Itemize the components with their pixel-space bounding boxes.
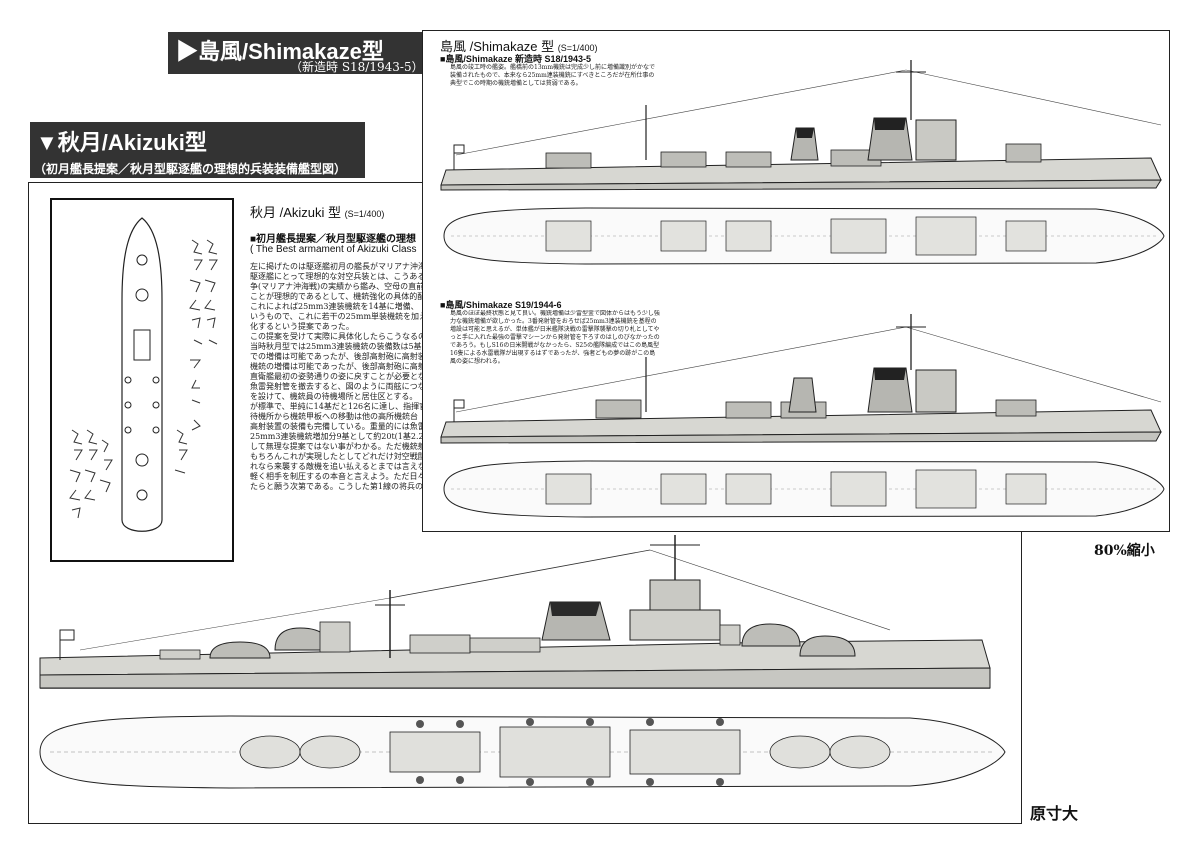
shimakaze-banner: ▶島風/Shimakaze型	[168, 32, 426, 74]
akizuki-body-line: この提案を受けて実際に具体化したらこうなるの	[250, 332, 426, 341]
akizuki-section-heading-en: ( The Best armament of Akizuki Class	[250, 244, 417, 255]
akizuki-body-line: ことが理想的であるとして、機銃強化の具体的配置	[250, 292, 430, 301]
akizuki-plate-name: 秋月 /Akizuki 型	[250, 205, 342, 220]
akizuki-body-line: 待機所から機銃甲板への移動は他の高所機銃台	[250, 412, 418, 421]
akizuki-body-line: 化するという提案であった。	[250, 322, 354, 331]
akizuki-banner-title: ▼秋月/Akizuki型	[36, 130, 207, 155]
shimakaze-plate-name: 島風 /Shimakaze 型	[440, 39, 555, 54]
shimakaze-section1-heading: ■島風/Shimakaze 新造時 S18/1943-5	[440, 54, 592, 64]
akizuki-body-line: 当時秋月型では25mm3連装機銃の装備数は5基	[250, 342, 422, 351]
akizuki-body-line: れなら来襲する敵機を追い払えるとまでは言えない	[250, 462, 430, 471]
shimakaze-section2-text: 島風のほぼ最終状態と見て良い。機銃増備は少雷型釜で図体からはもう少し強力な機銃増…	[450, 310, 660, 365]
akizuki-body-line: が標準で、単純に14基だと126名に達し、指揮官	[250, 402, 428, 411]
handwritten-proposal-sketch	[50, 198, 234, 562]
akizuki-body-line: 魚雷発射管を撤去すると、図のように両舷につな	[250, 382, 426, 391]
shimakaze-plate-title: 島風 /Shimakaze 型 (S=1/400)	[440, 36, 598, 55]
akizuki-side-profile	[39, 535, 991, 689]
akizuki-body-line: 争(マリアナ沖海戦)の実績から鑑み、空母の直前	[250, 282, 425, 291]
akizuki-body-line: いうもので、これに若干の25mm単装機銃を加え、	[250, 312, 430, 321]
akizuki-original-size-label: 原寸大	[1030, 804, 1079, 823]
akizuki-body-line: 25mm3連装機銃増加分9基として約20t(1基2.2t)	[250, 432, 430, 441]
akizuki-body-line: での増備は可能であったが、後部高射砲に高射装置	[250, 352, 430, 361]
akizuki-body-line: 高射装置の装備も完備している。重量的には魚雷発射	[250, 422, 430, 431]
akizuki-body-line: 駆逐艦にとって理想的な対空兵装とは、こうあるべ	[250, 272, 430, 281]
akizuki-body-line: 直衛艦最初の姿勢通りの姿に戻すことが必要となる。	[250, 372, 430, 381]
shimakaze-section1-text: 島風の竣工時の艦姿。艦橋前の13mm機銃は完成少し前に増備識別がかなで装備された…	[450, 64, 656, 87]
akizuki-plate-scale: (S=1/400)	[344, 209, 385, 219]
shimakaze-section2-heading: ■島風/Shimakaze S19/1944-6	[440, 300, 562, 310]
akizuki-body-line: 機銃の増備は可能であったが、後部高射砲に高射装	[250, 362, 430, 371]
shimakaze-1943-side-profile	[440, 60, 1162, 191]
shimakaze-plate-scale: (S=1/400)	[557, 43, 598, 53]
akizuki-plate-title: 秋月 /Akizuki 型 (S=1/400)	[250, 202, 384, 221]
akizuki-body-line: 軽く相手を制圧するの本音と言えよう。ただ日々戦	[250, 472, 430, 481]
shimakaze-reduction-label: 80%縮小	[1094, 543, 1155, 559]
shimakaze-banner-subtitle: （新造時 S18/1943-5）	[290, 60, 424, 74]
akizuki-section-heading: ■初月艦長提案／秋月型駆逐艦の理想	[250, 234, 417, 245]
akizuki-plan-view	[39, 715, 1006, 789]
handwritten-sketch-drawing	[69, 217, 218, 532]
akizuki-body-text: 左に掲げたのは駆逐艦初月の艦長がマリアナ沖海駆逐艦にとって理想的な対空兵装とは、…	[250, 262, 430, 498]
akizuki-body-line: もちろんこれが実現したとしてどれだけ対空戦闘	[250, 452, 426, 461]
shimakaze-1943-plan-view	[443, 207, 1165, 265]
akizuki-body-line: これによれば25mm3連装機銃を14基に増備、	[250, 302, 419, 311]
shimakaze-plate	[422, 30, 1170, 532]
akizuki-body-line: を設けて、機銃員の待機場所と居住区とする。	[250, 392, 418, 401]
akizuki-body-line: 左に掲げたのは駆逐艦初月の艦長がマリアナ沖海	[250, 262, 426, 271]
akizuki-banner-subtitle: （初月艦長提案／秋月型駆逐艦の理想的兵装装備艦型図）	[34, 162, 347, 176]
shimakaze-1944-plan-view	[443, 460, 1165, 518]
shimakaze-1944-side-profile	[440, 314, 1162, 444]
akizuki-body-line: たらと願う次第である。こうした第1線の将兵の願い	[250, 482, 430, 491]
shimakaze-banner-title: ▶島風/Shimakaze型	[176, 39, 384, 64]
akizuki-banner: ▼秋月/Akizuki型 （初月艦長提案／秋月型駆逐艦の理想的兵装装備艦型図）	[30, 122, 365, 178]
akizuki-body-line: して無理な提案ではない事がわかる。ただ機銃射撃	[250, 442, 430, 451]
